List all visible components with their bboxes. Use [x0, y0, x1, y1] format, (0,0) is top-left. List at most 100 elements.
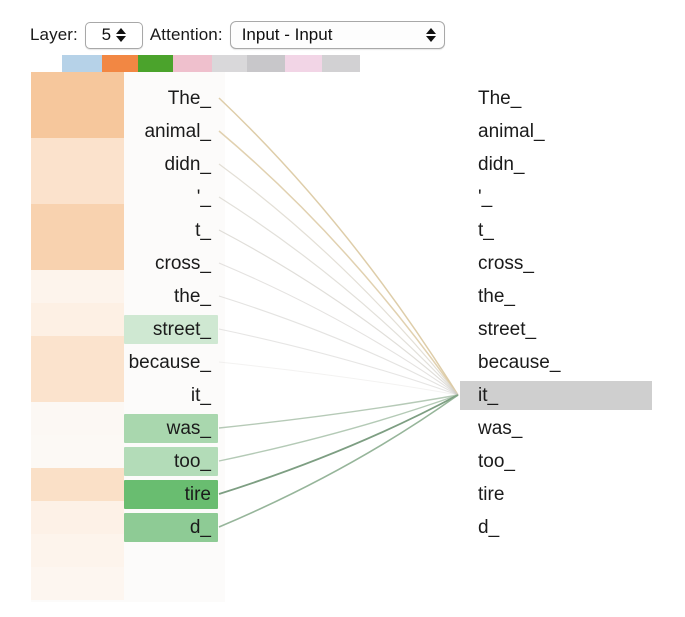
target-token-list: The_ animal_ didn_'_ t_ cross_ the_ street_bec…	[460, 82, 660, 544]
heatmap-cell	[31, 435, 124, 468]
attention-edge	[218, 196, 459, 396]
heatmap-cell	[31, 567, 124, 600]
heatmap-cell	[31, 468, 124, 501]
attention-edge	[218, 97, 459, 396]
token-label: animal_	[478, 121, 545, 142]
token-label: tire	[478, 484, 505, 505]
attention-selected-value: Input - Input	[241, 25, 333, 44]
source-token[interactable]: t_	[31, 214, 218, 247]
heatmap-cell	[31, 402, 124, 435]
attention-select[interactable]: Input - Input	[229, 21, 445, 49]
target-token[interactable]: t_	[460, 214, 660, 247]
head-swatch[interactable]	[138, 55, 173, 72]
target-token[interactable]: cross_	[460, 247, 660, 280]
head-swatch[interactable]	[173, 55, 212, 72]
attention-edge	[218, 295, 459, 396]
heatmap-cell	[31, 501, 124, 534]
attention-edge	[218, 394, 459, 462]
token-label: t_	[478, 220, 494, 241]
token-highlight	[460, 381, 652, 410]
triangle-down-icon[interactable]	[116, 36, 127, 42]
target-token[interactable]: was_	[460, 412, 660, 445]
source-token[interactable]: the_	[31, 280, 218, 313]
token-label: too_	[174, 451, 211, 472]
token-highlight	[124, 315, 218, 344]
target-token[interactable]: street_	[460, 313, 660, 346]
source-token[interactable]: cross_	[31, 247, 218, 280]
source-token[interactable]: didn_	[31, 148, 218, 181]
heatmap-cell	[31, 303, 124, 336]
target-token[interactable]: The_	[460, 82, 660, 115]
token-label: it_	[478, 385, 499, 406]
token-label: cross_	[478, 253, 534, 274]
left-attention-heatmap	[31, 72, 124, 600]
target-token[interactable]: too_	[460, 445, 660, 478]
token-label: was_	[478, 418, 523, 439]
head-swatch[interactable]	[102, 55, 138, 72]
target-token[interactable]: animal_	[460, 115, 660, 148]
target-token[interactable]: it_	[460, 379, 660, 412]
heatmap-cell	[31, 105, 124, 138]
attention-edge	[218, 262, 459, 396]
heatmap-cell	[31, 534, 124, 567]
updown-arrows-icon[interactable]	[425, 28, 436, 42]
token-label: street_	[478, 319, 537, 340]
attention-edge	[218, 361, 459, 396]
attention-edge	[218, 394, 459, 495]
source-token[interactable]: animal_	[31, 115, 218, 148]
source-token[interactable]: The_	[31, 82, 218, 115]
token-label: street_	[152, 319, 211, 340]
token-label: was_	[166, 418, 211, 439]
layer-spinner-icon[interactable]	[116, 28, 127, 42]
heatmap-cell	[31, 270, 124, 303]
target-token[interactable]: d_	[460, 511, 660, 544]
token-label: didn_	[164, 154, 212, 175]
target-token[interactable]: tire	[460, 478, 660, 511]
source-token[interactable]: d_	[31, 511, 218, 544]
token-highlight	[124, 447, 218, 476]
target-token[interactable]: didn_	[460, 148, 660, 181]
head-swatch[interactable]	[62, 55, 102, 72]
token-label: too_	[478, 451, 515, 472]
heatmap-cell	[31, 171, 124, 204]
token-label: t_	[195, 220, 211, 241]
target-token[interactable]: because_	[460, 346, 660, 379]
layer-stepper[interactable]: 5	[84, 21, 143, 49]
attention-edge	[218, 163, 459, 396]
head-swatch[interactable]	[285, 55, 322, 72]
head-swatch[interactable]	[212, 55, 247, 72]
token-highlight	[124, 480, 218, 509]
token-label: d_	[478, 517, 500, 538]
head-swatch[interactable]	[247, 55, 285, 72]
heatmap-cell	[31, 204, 124, 237]
head-color-swatches[interactable]	[62, 55, 360, 72]
token-label: '_	[196, 187, 211, 208]
attention-edge	[218, 394, 459, 528]
layer-label: Layer:	[30, 25, 78, 44]
token-highlight	[124, 513, 218, 542]
source-token[interactable]: was_	[31, 412, 218, 445]
attention-edge	[218, 394, 459, 429]
token-label: animal_	[144, 121, 211, 142]
source-token[interactable]: too_	[31, 445, 218, 478]
source-token[interactable]: street_	[31, 313, 218, 346]
triangle-up-icon[interactable]	[425, 28, 436, 34]
source-token[interactable]: '_	[31, 181, 218, 214]
token-highlight	[124, 414, 218, 443]
head-swatch[interactable]	[322, 55, 360, 72]
heatmap-cell	[31, 369, 124, 402]
heatmap-cell	[31, 336, 124, 369]
heatmap-cell	[31, 138, 124, 171]
attention-edge	[218, 328, 459, 396]
target-token[interactable]: the_	[460, 280, 660, 313]
triangle-down-icon[interactable]	[425, 36, 436, 42]
token-label: The_	[478, 88, 522, 109]
source-token[interactable]: because_	[31, 346, 218, 379]
target-token[interactable]: '_	[460, 181, 660, 214]
triangle-up-icon[interactable]	[116, 28, 127, 34]
source-token[interactable]: it_	[31, 379, 218, 412]
source-token-list: The_ animal_ didn_ '_ t_ cross_the_ street_bec…	[31, 82, 218, 544]
attention-edge	[218, 130, 459, 396]
source-token[interactable]: tire	[31, 478, 218, 511]
layer-value: 5	[101, 25, 112, 44]
